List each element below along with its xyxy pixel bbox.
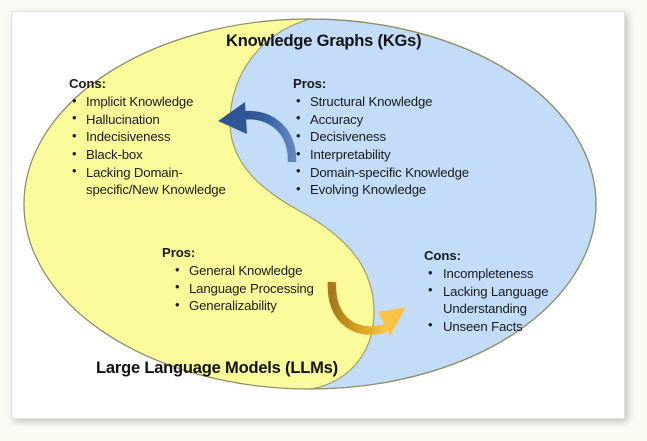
list-item: Language Processing	[162, 279, 314, 297]
list-item: Unseen Facts	[424, 317, 548, 335]
list-item: Accuracy	[293, 110, 469, 128]
kg-cons-list: Incompleteness Lacking Language Understa…	[424, 265, 549, 335]
diagram-outline	[23, 18, 597, 390]
llm-pros-list: General Knowledge Language Processing Ge…	[162, 262, 314, 314]
llm-cons-header: Cons:	[69, 76, 106, 91]
list-item: Generalizability	[162, 297, 314, 314]
list-item: Black-box	[69, 146, 226, 163]
llm-region-curve-outline	[229, 19, 375, 389]
list-item: Indecisiveness	[69, 128, 226, 145]
list-item-wrap: specific/New Knowledge	[86, 181, 226, 197]
kg-pros-list: Structural Knowledge Accuracy Decisivene…	[293, 93, 469, 198]
llm-pros-header: Pros:	[162, 245, 196, 260]
kg-pros-header: Pros:	[293, 76, 327, 91]
list-item: Decisiveness	[293, 128, 469, 145]
llm-title: Large Language Models (LLMs)	[96, 359, 338, 377]
list-item: Domain-specific Knowledge	[293, 163, 469, 181]
llm-cons-block: Cons: Implicit Knowledge Hallucination I…	[69, 75, 226, 199]
llm-to-kg-arrow-icon	[327, 281, 406, 336]
kg-to-llm-arrow-icon	[218, 102, 297, 163]
llm-cons-list: Implicit Knowledge Hallucination Indecis…	[69, 93, 226, 198]
list-item: Incompleteness	[424, 265, 548, 282]
kg-title: Knowledge Graphs (KGs)	[226, 32, 422, 50]
list-item: Implicit Knowledge	[69, 93, 226, 110]
list-item: Lacking Domain- specific/New Knowledge	[69, 163, 226, 198]
list-item: Evolving Knowledge	[293, 181, 469, 198]
list-item: Lacking Language Understanding	[424, 282, 549, 317]
yin-yang-shape	[23, 18, 597, 390]
list-item-wrap: Understanding	[443, 300, 527, 316]
list-item: General Knowledge	[162, 262, 314, 279]
kg-pros-block: Pros: Structural Knowledge Accuracy Deci…	[293, 75, 469, 199]
kg-cons-header: Cons:	[424, 248, 461, 263]
list-item: Structural Knowledge	[293, 93, 469, 110]
kg-cons-block: Cons: Incompleteness Lacking Language Un…	[424, 247, 549, 335]
list-item: Hallucination	[69, 110, 226, 128]
figure-card: Knowledge Graphs (KGs) Large Language Mo…	[11, 11, 625, 419]
llm-pros-block: Pros: General Knowledge Language Process…	[162, 244, 314, 315]
list-item: Interpretability	[293, 146, 469, 163]
